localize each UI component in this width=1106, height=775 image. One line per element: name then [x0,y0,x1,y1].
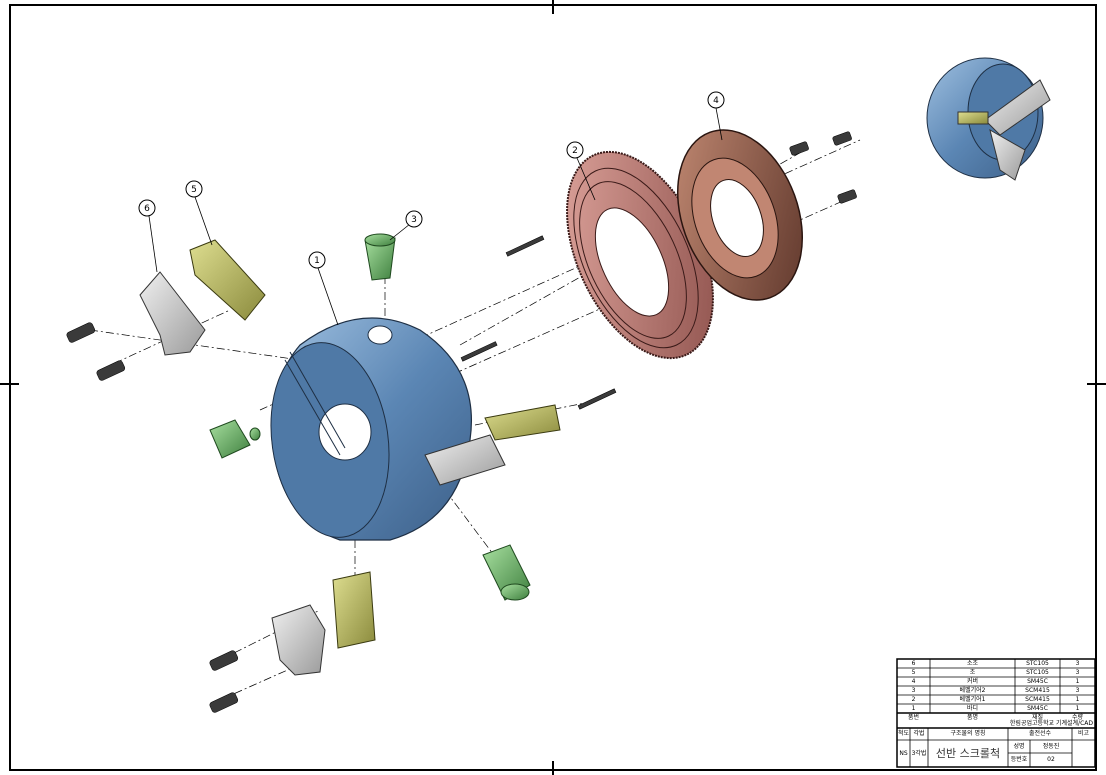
projection-value: 3각법 [911,749,927,757]
balloon-6: 6 [138,199,156,217]
balloon-3: 3 [405,210,423,228]
competitor-label: 출전선수 [1028,730,1052,737]
parts-row-material: SM45C [1027,704,1048,712]
title-block-grid [896,658,1096,768]
projection-label: 각법 [913,730,925,737]
school-name: 한림공업고등학교 기계설계/CAD [1009,719,1093,727]
parts-row-no: 4 [911,677,916,685]
part-1-chuck-body [270,317,472,541]
parts-row-material: STC105 [1026,668,1049,676]
parts-row-qty: 3 [1075,668,1080,676]
svg-text:2: 2 [572,146,578,156]
drawing-title: 선반 스크롤척 [935,747,1001,760]
balloon-2: 2 [566,141,584,159]
balloon-1: 1 [308,251,326,269]
svg-text:5: 5 [191,185,197,195]
svg-text:4: 4 [713,96,719,106]
parts-row-material: STC105 [1026,659,1049,667]
assembled-chuck-thumbnail [926,57,1051,181]
parts-row-name: 커버 [966,677,979,685]
parts-row-material: SCM415 [1025,686,1050,694]
balloon-5: 5 [185,180,203,198]
title-label: 구조물의 명칭 [950,730,986,737]
parts-row-no: 3 [911,686,916,694]
part-3-bevel-pinions [209,233,531,601]
parts-row-qty: 1 [1075,704,1080,712]
leader-lines [148,107,723,326]
part-5-jaws [189,239,561,649]
parts-header-qty: 수량 [1071,713,1084,721]
parts-row-name: 바디 [966,704,979,712]
parts-row-no: 6 [911,659,916,667]
parts-header-material: 재질 [1031,713,1044,721]
parts-row-material: SM45C [1027,677,1048,685]
parts-row-material: SCM415 [1025,695,1050,703]
svg-text:1: 1 [314,256,320,266]
parts-header-no: 품번 [907,713,920,721]
number-value: 02 [1047,756,1055,763]
number-label: 등번호 [1010,756,1028,763]
scale-value: NS [899,749,908,757]
scale-label: 척도 [897,730,910,737]
balloon-4: 4 [707,91,725,109]
remark-label: 비고 [1077,730,1090,737]
part-2-bevel-gear [566,150,714,360]
parts-header-name: 품명 [966,713,979,721]
svg-text:3: 3 [411,215,417,225]
name-label: 성명 [1013,742,1025,750]
parts-row-no: 2 [911,695,916,703]
parts-row-no: 5 [911,668,916,676]
parts-row-name: 베벨기어2 [959,686,986,694]
parts-row-qty: 1 [1075,695,1080,703]
part-6-small-jaws [139,271,506,676]
svg-text:6: 6 [144,204,150,214]
parts-row-name: 조 [969,668,976,676]
parts-row-name: 소조 [966,659,979,667]
part-4-cover [676,129,804,301]
parts-row-name: 베벨기어1 [959,695,986,703]
name-value: 정동진 [1042,742,1060,750]
parts-row-qty: 3 [1075,659,1080,667]
parts-row-no: 1 [911,704,916,712]
parts-row-qty: 1 [1075,677,1080,685]
parts-row-qty: 3 [1075,686,1080,694]
